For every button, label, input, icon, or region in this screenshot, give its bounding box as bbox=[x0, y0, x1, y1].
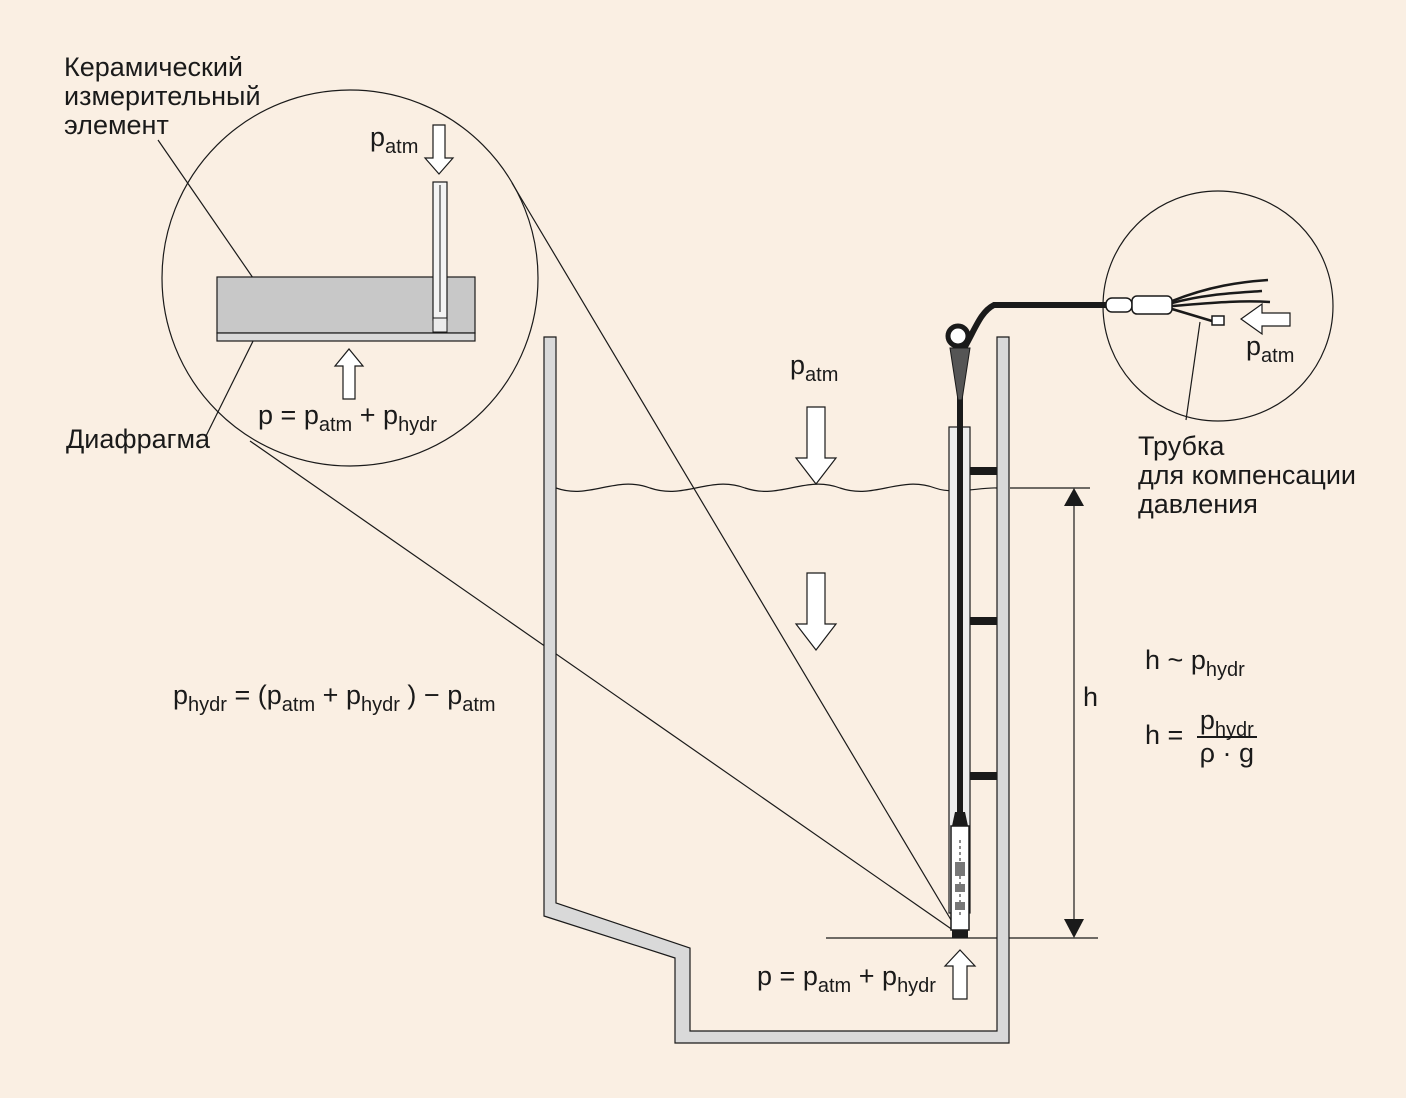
cable-bracket bbox=[968, 467, 997, 475]
height-fraction: phydr ρ · g bbox=[1196, 706, 1257, 768]
water-surface bbox=[555, 483, 998, 492]
pressure-arrow-hydr-sensor bbox=[333, 348, 365, 400]
fraction-denominator: ρ · g bbox=[1199, 738, 1254, 768]
ceramic-element-label: Керамический измерительный элемент bbox=[64, 52, 261, 140]
pressure-arrow-water bbox=[794, 572, 838, 651]
suspension-clamp-eye bbox=[945, 323, 971, 349]
pointer-tube bbox=[1185, 321, 1201, 421]
tank-wall bbox=[543, 336, 1010, 1044]
zoom-circle-sensor bbox=[161, 89, 539, 467]
ceramic-measuring-element bbox=[216, 181, 476, 334]
pressure-arrow-atm-cable bbox=[1239, 302, 1291, 336]
diaphragm-plate bbox=[216, 332, 476, 342]
height-formula: h = phydr ρ · g bbox=[1145, 706, 1257, 768]
submersible-probe bbox=[950, 812, 970, 938]
sensor-pressure-formula: p = patm + phydr bbox=[258, 400, 437, 436]
pressure-arrow-atm-surface bbox=[794, 406, 838, 485]
cable-bracket bbox=[968, 617, 997, 625]
height-label: h bbox=[1083, 682, 1099, 712]
height-arrow-top bbox=[1064, 488, 1084, 506]
tube-label: Трубка для компенсации давления bbox=[1138, 431, 1357, 519]
height-arrow-bottom bbox=[1064, 919, 1084, 938]
probe-cable bbox=[957, 302, 1111, 815]
zoom-line-upper bbox=[511, 182, 961, 936]
hydrostatic-pressure-formula: phydr = (patm + phydr ) − patm bbox=[173, 680, 496, 716]
cable-bracket bbox=[968, 772, 997, 780]
pointer-ceramic bbox=[157, 139, 263, 292]
fraction-numerator: phydr bbox=[1196, 706, 1257, 740]
cable-end-detail bbox=[1105, 278, 1271, 326]
p-atm-sensor-label: patm bbox=[370, 122, 419, 158]
probe-pressure-formula: p = patm + phydr bbox=[757, 961, 936, 997]
p-atm-cable-label: patm bbox=[1246, 331, 1295, 367]
suspension-clamp-wedge bbox=[949, 347, 971, 401]
zoom-line-lower bbox=[249, 440, 961, 936]
p-atm-surface-label: patm bbox=[790, 350, 839, 386]
proportionality-formula: h ~ phydr bbox=[1145, 645, 1245, 681]
diaphragm-label: Диафрагма bbox=[66, 424, 211, 454]
pressure-arrow-probe bbox=[943, 949, 977, 1000]
pressure-arrow-atm-sensor bbox=[423, 124, 455, 175]
